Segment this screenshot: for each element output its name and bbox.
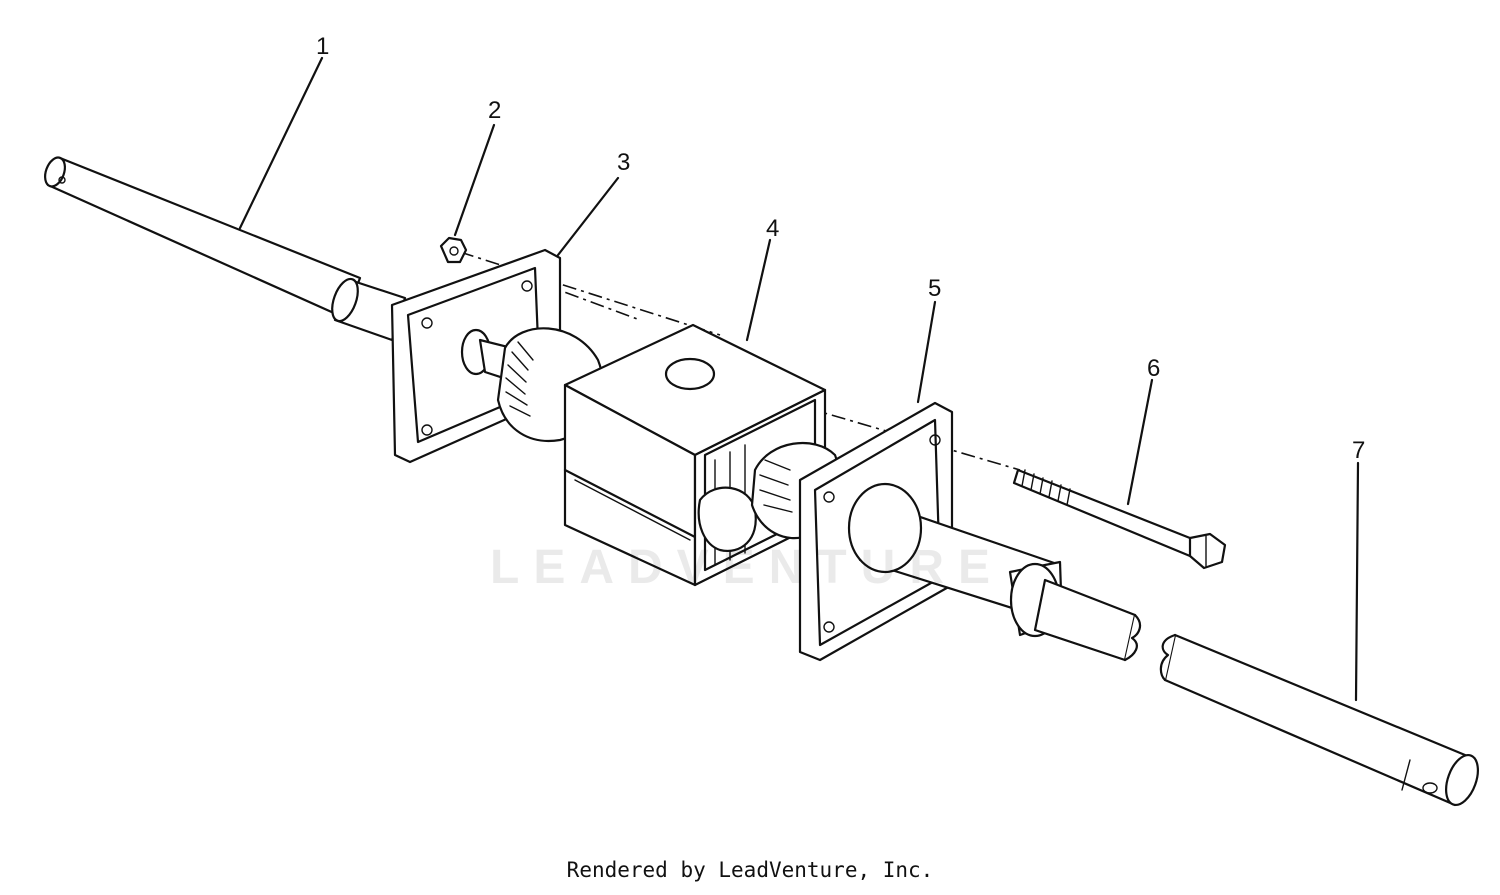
watermark: LEADVENTURE <box>490 541 1005 594</box>
callout-1: 1 <box>316 33 329 60</box>
callout-7: 7 <box>1352 437 1365 464</box>
callout-4: 4 <box>766 215 779 242</box>
part-5-flange-shaft[interactable] <box>750 401 1142 662</box>
footer-credit: Rendered by LeadVenture, Inc. <box>566 858 934 882</box>
part-7-shaft[interactable] <box>1159 633 1484 809</box>
part-6-bolt[interactable] <box>1012 468 1227 570</box>
callout-6: 6 <box>1147 355 1160 382</box>
part-2-nut[interactable] <box>439 236 468 264</box>
callout-5: 5 <box>928 275 941 302</box>
callout-2: 2 <box>488 97 501 124</box>
callout-3: 3 <box>617 149 630 176</box>
leader-lines <box>238 56 1360 702</box>
alignment-lines <box>459 251 1021 471</box>
callout-labels: 1 2 3 4 5 6 7 <box>316 33 1365 464</box>
part-1-shaft[interactable] <box>41 155 407 342</box>
